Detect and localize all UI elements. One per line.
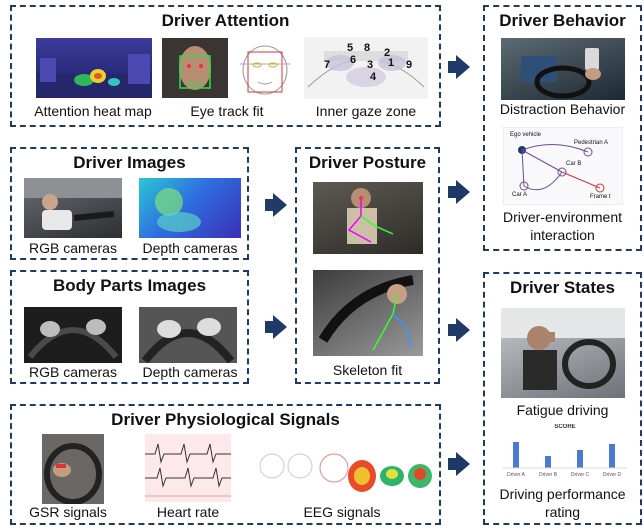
face-outline-image	[230, 38, 300, 98]
body-parts-images-panel: Body Parts Images RGB cameras Depth came…	[10, 270, 249, 384]
posture-image-top	[313, 182, 423, 254]
score-bar	[609, 444, 615, 468]
driver-rgb-camera-image	[24, 178, 122, 238]
driver-depth-camera-image	[139, 178, 241, 238]
gaze-zone-4: 4	[370, 71, 377, 83]
rating-caption-line2: rating	[544, 504, 581, 520]
heart-rate-image	[145, 434, 231, 502]
body-parts-images-title: Body Parts Images	[52, 276, 207, 295]
score-bar	[513, 442, 519, 468]
score-chart: SCORE Driver A Driver B Driver C Driver D	[495, 424, 635, 482]
score-bar-label: Driver D	[603, 472, 622, 478]
distraction-behavior-image	[501, 38, 625, 100]
skeleton-fit-caption: Skeleton fit	[332, 362, 403, 378]
attention-heat-map-image	[36, 38, 152, 98]
eeg-signals-image	[256, 446, 436, 502]
arrow-attention-to-behavior	[448, 55, 470, 79]
driver-attention-panel: Driver Attention	[10, 5, 441, 127]
score-bar	[577, 450, 583, 468]
score-bar-label: Driver B	[539, 472, 558, 478]
graph-node-car-b: Car B	[566, 161, 582, 167]
driver-depth-camera-caption: Depth cameras	[142, 240, 238, 256]
gaze-zone-6: 6	[350, 54, 357, 66]
gaze-zone-5: 5	[347, 42, 354, 54]
driver-posture-panel: Driver Posture Skeleton fit	[295, 147, 440, 384]
driver-attention-title: Driver Attention	[161, 11, 290, 30]
rating-caption-line1: Driving performance	[499, 486, 626, 502]
inner-gaze-zone-image: 5 8 6 7 3 2 1 4 9	[304, 37, 428, 99]
driver-physiological-signals-panel: Driver Physiological Signals GSR signals…	[10, 404, 441, 525]
body-parts-depth-camera-caption: Depth cameras	[142, 364, 238, 380]
eeg-signals-caption: EEG signals	[303, 504, 381, 520]
driver-rgb-camera-caption: RGB cameras	[29, 240, 117, 256]
heart-rate-caption: Heart rate	[156, 504, 220, 520]
distraction-behavior-caption: Distraction Behavior	[499, 101, 626, 117]
arrow-signals-to-states	[448, 452, 470, 476]
fatigue-driving-image	[501, 308, 625, 398]
graph-node-pedestrian-a: Pedestrian A	[574, 140, 609, 146]
eye-track-fit-image	[162, 38, 228, 98]
score-bar-label: Driver C	[571, 472, 590, 478]
body-parts-rgb-camera-caption: RGB cameras	[29, 364, 117, 380]
gaze-zone-8: 8	[364, 42, 371, 54]
gsr-signals-caption: GSR signals	[29, 504, 107, 520]
interaction-caption-line1: Driver-environment	[502, 209, 623, 225]
driver-physiological-signals-title: Driver Physiological Signals	[111, 410, 340, 429]
body-parts-depth-camera-image	[139, 307, 237, 363]
driver-posture-title: Driver Posture	[308, 153, 427, 172]
score-bar-label: Driver A	[507, 472, 525, 478]
driver-behavior-title: Driver Behavior	[499, 11, 626, 30]
driver-states-panel: Driver States Fatigue driving SCORE Driv…	[483, 272, 642, 525]
arrow-body-parts-to-posture	[265, 315, 287, 339]
driver-images-panel: Driver Images RGB cameras Depth cameras	[10, 147, 249, 260]
graph-node-frame-t: Frame t	[590, 194, 611, 200]
gaze-zone-3: 3	[367, 59, 374, 71]
graph-node-car-a: Car A	[512, 192, 528, 198]
graph-node-ego-vehicle: Ego vehicle	[510, 132, 542, 138]
interaction-graph-image: Ego vehicle Pedestrian A Car B Car A Fra…	[503, 127, 623, 205]
attention-heat-map-caption: Attention heat map	[34, 103, 152, 119]
arrow-driver-images-to-posture	[265, 193, 287, 217]
fatigue-driving-caption: Fatigue driving	[516, 402, 609, 418]
gsr-signals-image	[42, 434, 104, 504]
gaze-zone-7: 7	[324, 59, 331, 71]
inner-gaze-zone-caption: Inner gaze zone	[315, 103, 417, 119]
driver-states-title: Driver States	[510, 278, 615, 297]
body-parts-rgb-camera-image	[24, 307, 122, 363]
arrow-posture-to-behavior	[448, 180, 470, 204]
driver-images-title: Driver Images	[73, 153, 186, 172]
gaze-zone-1: 1	[388, 57, 395, 69]
gaze-zone-2: 2	[384, 47, 391, 59]
arrow-posture-to-states	[448, 318, 470, 342]
interaction-caption-line2: interaction	[530, 227, 595, 243]
score-chart-title: SCORE	[554, 424, 576, 430]
gaze-zone-9: 9	[406, 59, 413, 71]
posture-image-bottom	[313, 270, 423, 356]
driver-behavior-panel: Driver Behavior Distraction Behavior Ego…	[483, 5, 642, 251]
eye-track-fit-caption: Eye track fit	[190, 103, 264, 119]
score-bar	[545, 456, 551, 468]
